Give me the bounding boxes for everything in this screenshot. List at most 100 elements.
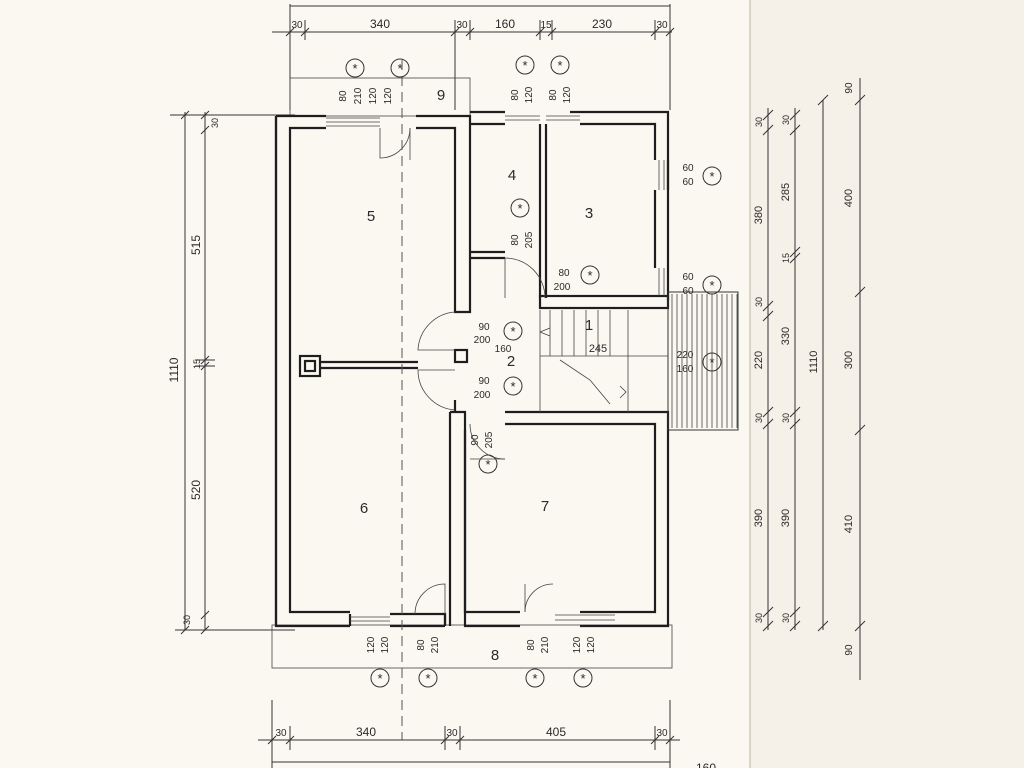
marker-circle: [510, 198, 530, 218]
svg-text:120: 120: [380, 636, 391, 653]
marker-asterisk: *: [485, 457, 490, 472]
dimension-tick: [789, 124, 801, 136]
svg-text:160: 160: [495, 344, 512, 355]
top-dimension-chain: 30 340 30 160 15 230 30: [272, 4, 675, 110]
svg-text:80: 80: [548, 89, 559, 101]
svg-text:90: 90: [470, 434, 481, 446]
dimension-tick: [762, 310, 774, 322]
bottom-right-cut: 160: [696, 761, 716, 768]
svg-text:80: 80: [558, 268, 570, 279]
staircase: [539, 310, 668, 412]
dimension-tick: [762, 300, 774, 312]
svg-text:30: 30: [754, 613, 764, 623]
svg-text:30: 30: [754, 117, 764, 127]
svg-text:60: 60: [682, 177, 694, 188]
svg-text:120: 120: [572, 636, 583, 653]
marker-circle: [702, 275, 722, 295]
marker-circle: [418, 668, 438, 688]
dimension-tick: [789, 620, 801, 632]
dimension-tick: [789, 252, 801, 264]
bottom-dim-4: 30: [656, 728, 668, 739]
top-dim-0: 30: [291, 20, 303, 31]
marker-circle: [503, 376, 523, 396]
dimension-tick: [789, 246, 801, 258]
svg-text:200: 200: [474, 390, 491, 401]
svg-text:400: 400: [843, 189, 855, 207]
svg-text:120: 120: [586, 636, 597, 653]
room-1-label: 1: [585, 317, 593, 334]
svg-text:220: 220: [753, 351, 765, 369]
dimension-tick: [762, 109, 774, 121]
svg-text:330: 330: [780, 327, 792, 345]
dimension-tick: [789, 418, 801, 430]
marker-asterisk: *: [709, 278, 714, 293]
svg-text:30: 30: [781, 115, 791, 125]
svg-text:210: 210: [540, 636, 551, 653]
marker-circle: [702, 352, 722, 372]
top-dim-2: 30: [456, 20, 468, 31]
left-dimension-chain: 1110 515 520 15 30 30: [167, 110, 295, 635]
bottom-dim-2: 30: [446, 728, 458, 739]
marker-circle: [702, 166, 722, 186]
marker-group: ****************: [345, 55, 722, 688]
marker-circle: [580, 265, 600, 285]
bottom-dim-1: 340: [356, 725, 376, 739]
marker-circle: [478, 454, 498, 474]
marker-asterisk: *: [397, 61, 402, 76]
svg-text:205: 205: [484, 431, 495, 448]
paper-right-edge: [750, 0, 1024, 768]
dimension-tick: [854, 620, 866, 632]
svg-text:90: 90: [844, 644, 855, 656]
bottom-dim-3: 405: [546, 725, 566, 739]
svg-text:390: 390: [780, 509, 792, 527]
top-dim-3: 160: [495, 17, 515, 31]
svg-text:30: 30: [781, 613, 791, 623]
svg-text:120: 120: [366, 636, 377, 653]
marker-asterisk: *: [557, 58, 562, 73]
svg-text:160: 160: [677, 364, 694, 375]
room-labels: 1 2 3 4 5 6 7 8 9: [360, 87, 593, 664]
svg-text:90: 90: [844, 82, 855, 94]
svg-text:15: 15: [781, 253, 791, 263]
svg-text:90: 90: [478, 376, 490, 387]
svg-text:90: 90: [478, 322, 490, 333]
building-walls: [274, 110, 670, 628]
svg-text:390: 390: [753, 509, 765, 527]
svg-text:120: 120: [524, 86, 535, 103]
svg-text:120: 120: [368, 87, 379, 104]
room-4-label: 4: [508, 167, 516, 184]
door-swings: [379, 127, 554, 615]
left-dim-30a: 30: [210, 118, 220, 128]
windows: [326, 115, 665, 622]
left-dim-30b: 30: [182, 615, 192, 625]
marker-circle: [390, 58, 410, 78]
svg-text:410: 410: [843, 515, 855, 533]
svg-text:80: 80: [510, 89, 521, 101]
top-dim-5: 230: [592, 17, 612, 31]
marker-asterisk: *: [709, 169, 714, 184]
marker-asterisk: *: [580, 671, 585, 686]
marker-circle: [503, 321, 523, 341]
svg-text:285: 285: [780, 183, 792, 201]
marker-asterisk: *: [510, 324, 515, 339]
dimension-tick: [789, 606, 801, 618]
marker-asterisk: *: [709, 355, 714, 370]
marker-circle: [370, 668, 390, 688]
left-dim-total: 1110: [167, 357, 181, 382]
room-8-label: 8: [491, 647, 499, 664]
svg-text:245: 245: [589, 343, 607, 355]
paper-sheet: [0, 0, 750, 768]
svg-text:80: 80: [338, 90, 349, 102]
svg-text:1110: 1110: [808, 351, 820, 374]
svg-text:380: 380: [753, 206, 765, 224]
marker-asterisk: *: [517, 201, 522, 216]
marker-asterisk: *: [352, 61, 357, 76]
svg-text:30: 30: [754, 297, 764, 307]
dimension-tick: [762, 406, 774, 418]
bottom-dim-0: 30: [275, 728, 287, 739]
marker-circle: [550, 55, 570, 75]
room-9-label: 9: [437, 87, 445, 104]
marker-asterisk: *: [510, 379, 515, 394]
marker-asterisk: *: [587, 268, 592, 283]
